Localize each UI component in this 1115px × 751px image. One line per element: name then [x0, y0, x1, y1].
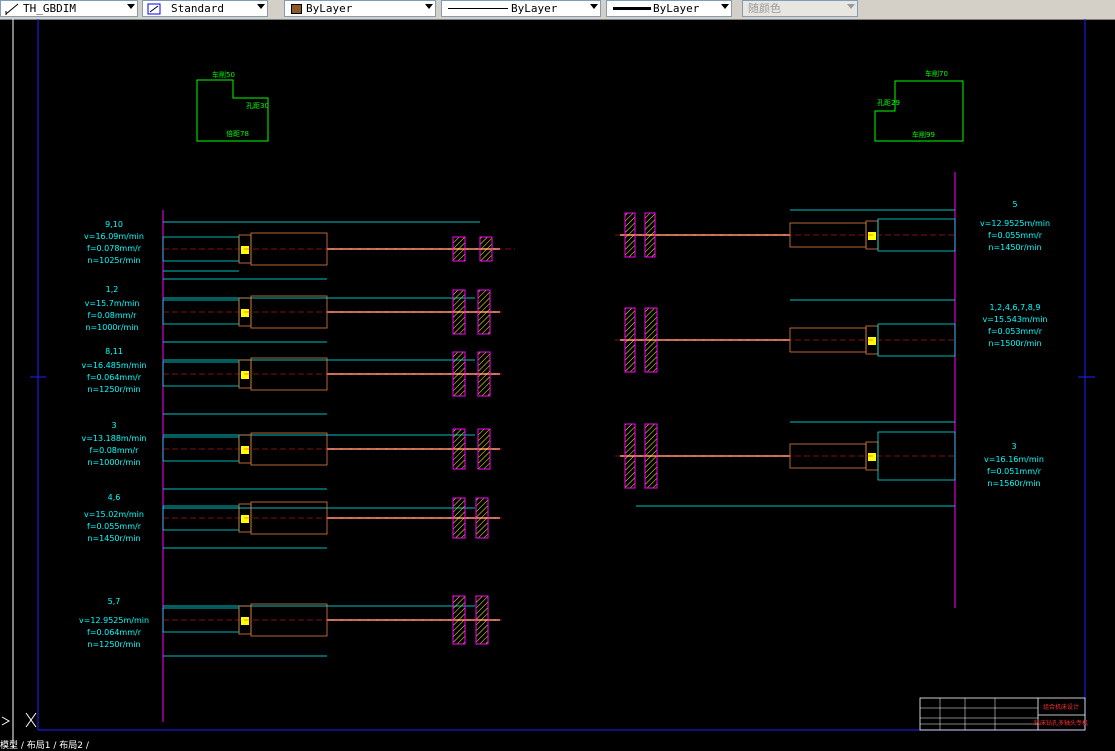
tool-row [615, 209, 956, 258]
tool-row [162, 351, 505, 415]
text-style-value: Standard [171, 2, 224, 15]
text-style-icon [147, 3, 161, 15]
svg-text:1,2: 1,2 [106, 285, 119, 294]
block-label: 车削99 [912, 130, 935, 139]
param-block: 3 v=16.16m/min f=0.051mm/r n=1560r/min [984, 442, 1044, 488]
svg-text:v=16.16m/min: v=16.16m/min [984, 455, 1044, 464]
svg-text:f=0.08mm/r: f=0.08mm/r [90, 446, 140, 455]
right-part-profile: 车削70 孔距29 车削99 [874, 69, 964, 142]
svg-text:f=0.064mm/r: f=0.064mm/r [87, 628, 142, 637]
param-block: 8,11 v=16.485m/min f=0.064mm/r n=1250r/min [81, 347, 146, 394]
plot-style-value: 随颜色 [748, 2, 781, 15]
right-cutting-params: 5 v=12.9525m/min f=0.055mm/r n=1450r/min 1,… [980, 200, 1050, 488]
svg-text:f=0.064mm/r: f=0.064mm/r [87, 373, 142, 382]
tool-row [615, 299, 956, 373]
chevron-down-icon [425, 4, 433, 9]
svg-text:3: 3 [1011, 442, 1016, 451]
chevron-down-icon [127, 4, 135, 9]
param-block: 4,6 v=15.02m/min f=0.055mm/r n=1450r/min [84, 493, 144, 543]
ucs-icon [1, 712, 37, 728]
param-block: 1,2,4,6,7,8,9 v=15.543m/min f=0.053mm/r n=1… [982, 303, 1047, 348]
svg-text:v=15.7m/min: v=15.7m/min [85, 299, 140, 308]
svg-text:3: 3 [111, 421, 116, 430]
text-style-select[interactable]: Standard [142, 0, 268, 17]
linetype-value: ByLayer [511, 2, 558, 15]
tool-row [162, 428, 505, 490]
color-swatch-icon [291, 4, 302, 14]
svg-text:n=1000r/min: n=1000r/min [87, 458, 140, 467]
tool-row [162, 595, 505, 657]
dimension-style-icon [5, 3, 19, 15]
svg-text:v=16.485m/min: v=16.485m/min [81, 361, 146, 370]
svg-text:v=15.02m/min: v=15.02m/min [84, 510, 144, 519]
svg-text:v=13.188m/min: v=13.188m/min [81, 434, 146, 443]
tool-row [162, 221, 515, 280]
param-block: 9,10 v=16.09m/min f=0.078mm/r n=1025r/min [84, 220, 144, 265]
color-select[interactable]: ByLayer [284, 0, 436, 17]
left-part-profile: 车削50 孔距30 倍距78 [196, 70, 269, 142]
linetype-select[interactable]: ByLayer [441, 0, 601, 17]
linetype-preview-icon [448, 8, 508, 9]
svg-text:4,6: 4,6 [108, 493, 121, 502]
svg-text:f=0.051mm/r: f=0.051mm/r [987, 467, 1042, 476]
svg-text:8,11: 8,11 [105, 347, 123, 356]
svg-text:f=0.08mm/r: f=0.08mm/r [88, 311, 138, 320]
title-block: 组合机床设计 钻床钻孔多轴头专机 [919, 697, 1088, 731]
dimension-style-select[interactable]: TH_GBDIM [0, 0, 138, 17]
chevron-down-icon [257, 4, 265, 9]
properties-toolbar: TH_GBDIM Standard ByLayer ByLayer ByLaye… [0, 0, 1115, 20]
svg-text:n=1025r/min: n=1025r/min [87, 256, 140, 265]
svg-text:v=12.9525m/min: v=12.9525m/min [980, 219, 1050, 228]
layout-tabs[interactable]: 模型 / 布局1 / 布局2 / [0, 741, 89, 751]
svg-text:n=1250r/min: n=1250r/min [87, 385, 140, 394]
title-block-line2: 钻床钻孔多轴头专机 [1034, 719, 1088, 727]
block-label: 车削70 [925, 69, 948, 78]
param-block: 1,2 v=15.7m/min f=0.08mm/r n=1000r/min [85, 285, 140, 332]
tool-row [162, 289, 505, 343]
svg-text:5,7: 5,7 [108, 597, 121, 606]
left-tool-rows [162, 221, 515, 657]
svg-text:9,10: 9,10 [105, 220, 123, 229]
tool-row [162, 497, 505, 549]
block-label: 孔距29 [877, 99, 900, 107]
right-tool-rows [615, 209, 956, 507]
lineweight-preview-icon [613, 7, 651, 10]
chevron-down-icon [590, 4, 598, 9]
left-cutting-params: 9,10 v=16.09m/min f=0.078mm/r n=1025r/min 1… [79, 220, 149, 649]
lineweight-select[interactable]: ByLayer [606, 0, 732, 17]
svg-text:f=0.053mm/r: f=0.053mm/r [988, 327, 1043, 336]
svg-text:f=0.055mm/r: f=0.055mm/r [87, 522, 142, 531]
block-label: 车削50 [212, 70, 235, 79]
svg-text:v=16.09m/min: v=16.09m/min [84, 232, 144, 241]
param-block: 3 v=13.188m/min f=0.08mm/r n=1000r/min [81, 421, 146, 467]
title-block-line1: 组合机床设计 [1043, 703, 1079, 711]
chevron-down-icon [721, 4, 729, 9]
block-label: 孔距30 [246, 102, 269, 110]
svg-text:n=1450r/min: n=1450r/min [988, 243, 1041, 252]
dimension-style-value: TH_GBDIM [23, 2, 76, 15]
block-label: 倍距78 [226, 129, 249, 138]
chevron-down-icon [847, 4, 855, 9]
svg-text:n=1560r/min: n=1560r/min [987, 479, 1040, 488]
svg-text:v=12.9525m/min: v=12.9525m/min [79, 616, 149, 625]
svg-text:n=1250r/min: n=1250r/min [87, 640, 140, 649]
svg-text:1,2,4,6,7,8,9: 1,2,4,6,7,8,9 [990, 303, 1041, 312]
drawing-canvas[interactable]: 车削50 孔距30 倍距78 车削70 孔距29 车削99 [0, 19, 1115, 748]
color-value: ByLayer [306, 2, 353, 15]
svg-text:f=0.078mm/r: f=0.078mm/r [87, 244, 142, 253]
svg-text:f=0.055mm/r: f=0.055mm/r [988, 231, 1043, 240]
svg-text:n=1450r/min: n=1450r/min [87, 534, 140, 543]
plot-style-select[interactable]: 随颜色 [742, 0, 858, 17]
param-block: 5,7 v=12.9525m/min f=0.064mm/r n=1250r/min [79, 597, 149, 649]
svg-text:v=15.543m/min: v=15.543m/min [982, 315, 1047, 324]
svg-text:5: 5 [1012, 200, 1017, 209]
svg-text:n=1500r/min: n=1500r/min [988, 339, 1041, 348]
lineweight-value: ByLayer [653, 2, 700, 15]
param-block: 5 v=12.9525m/min f=0.055mm/r n=1450r/min [980, 200, 1050, 252]
svg-text:n=1000r/min: n=1000r/min [85, 323, 138, 332]
tool-row [615, 421, 956, 507]
